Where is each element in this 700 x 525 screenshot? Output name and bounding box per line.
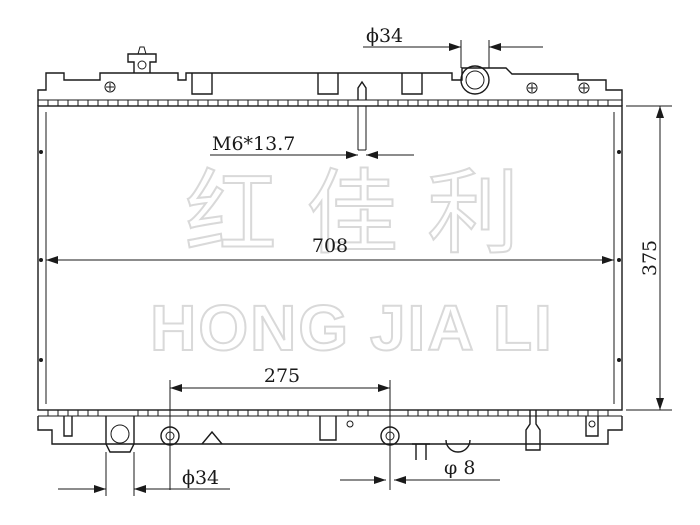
dim-core-height: 375 [626,105,672,411]
dim-top-inlet: ϕ34 [363,25,543,68]
bottom-tank [37,409,623,460]
dim-bracket-spacing-label: 275 [264,365,300,387]
dim-bottom-outlet-label: ϕ34 [182,467,219,489]
dim-pin: φ 8 [340,457,500,484]
dim-thread: M6*13.7 [210,133,414,159]
dim-top-inlet-label: ϕ34 [366,25,403,47]
dim-pin-label: φ 8 [444,457,475,479]
dim-core-width: 708 [46,235,614,264]
dim-thread-label: M6*13.7 [212,133,295,155]
dim-core-width-label: 708 [312,235,348,257]
screw-icon [526,82,538,94]
screw-icon [578,82,590,94]
watermark-chinese: 红 佳 利 [185,160,520,267]
dim-bottom-outlet: ϕ34 [58,452,230,496]
inlet-pipe-icon [460,65,490,95]
watermark-english: HONG JIA LI [150,292,554,364]
screw-icon [104,81,116,93]
outlet-pipe-icon [110,424,130,444]
dim-bracket-spacing: 275 [169,365,391,490]
top-tank [37,46,623,151]
dim-core-height-label: 375 [639,240,661,276]
